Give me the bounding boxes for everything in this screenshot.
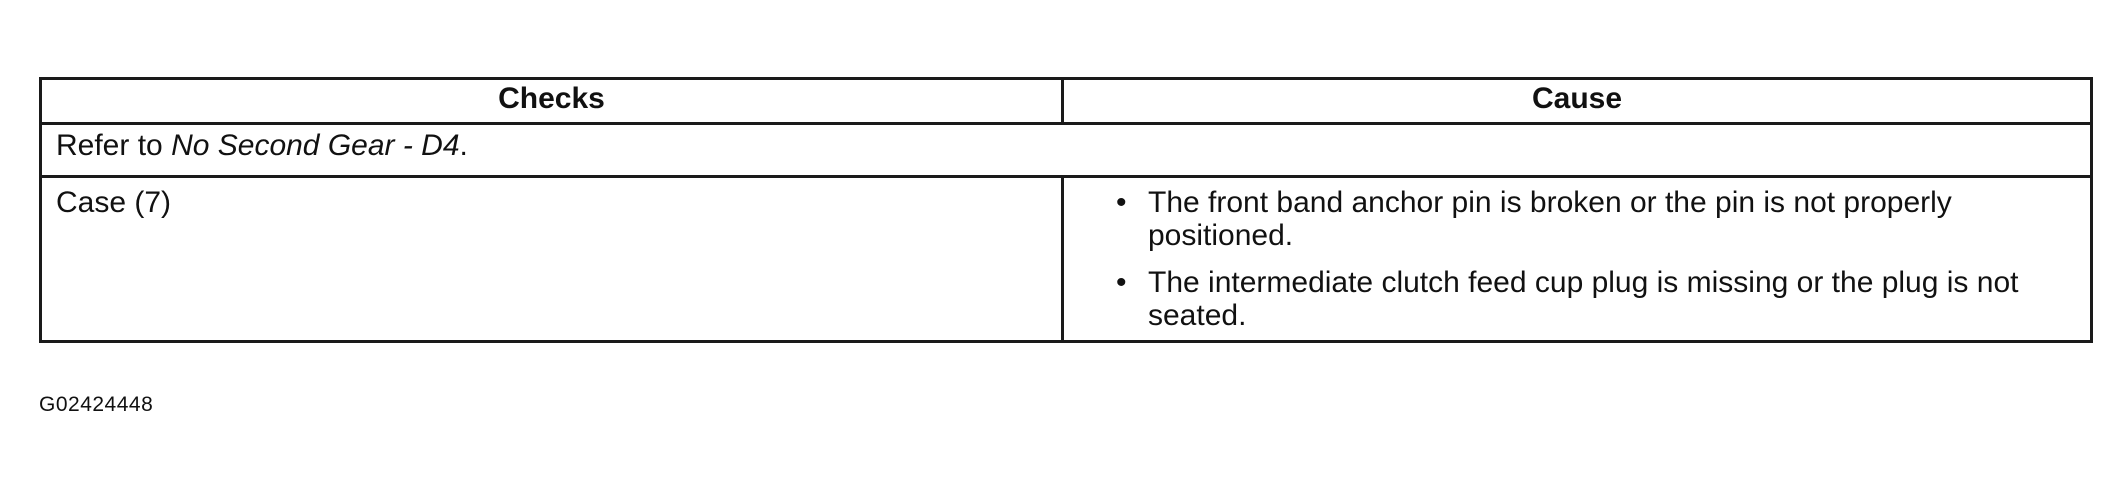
diagnostic-table: Checks Cause Refer to No Second Gear - D… <box>39 77 2093 343</box>
header-checks: Checks <box>39 77 1064 125</box>
check-cell: Case (7) <box>39 175 1064 343</box>
cause-item: • The front band anchor pin is broken or … <box>1116 186 2076 252</box>
refer-link-text: No Second Gear - D4 <box>171 129 460 162</box>
table-row: Case (7) • The front band anchor pin is b… <box>39 175 2093 343</box>
cause-text: The front band anchor pin is broken or t… <box>1148 186 1952 252</box>
refer-prefix: Refer to <box>56 129 172 162</box>
bullet-icon: • <box>1116 266 1127 299</box>
refer-suffix: . <box>459 129 468 162</box>
table-row-refer: Refer to No Second Gear - D4. <box>39 122 2093 178</box>
refer-cell: Refer to No Second Gear - D4. <box>39 122 2093 178</box>
table-header-row: Checks Cause <box>39 77 2093 125</box>
header-cause: Cause <box>1061 77 2093 125</box>
cause-list: • The front band anchor pin is broken or … <box>1116 186 2076 332</box>
cause-text: The intermediate clutch feed cup plug is… <box>1148 266 2019 332</box>
figure-id: G02424448 <box>39 393 154 416</box>
cause-cell: • The front band anchor pin is broken or … <box>1061 175 2093 343</box>
bullet-icon: • <box>1116 186 1127 219</box>
cause-item: • The intermediate clutch feed cup plug i… <box>1116 266 2076 332</box>
